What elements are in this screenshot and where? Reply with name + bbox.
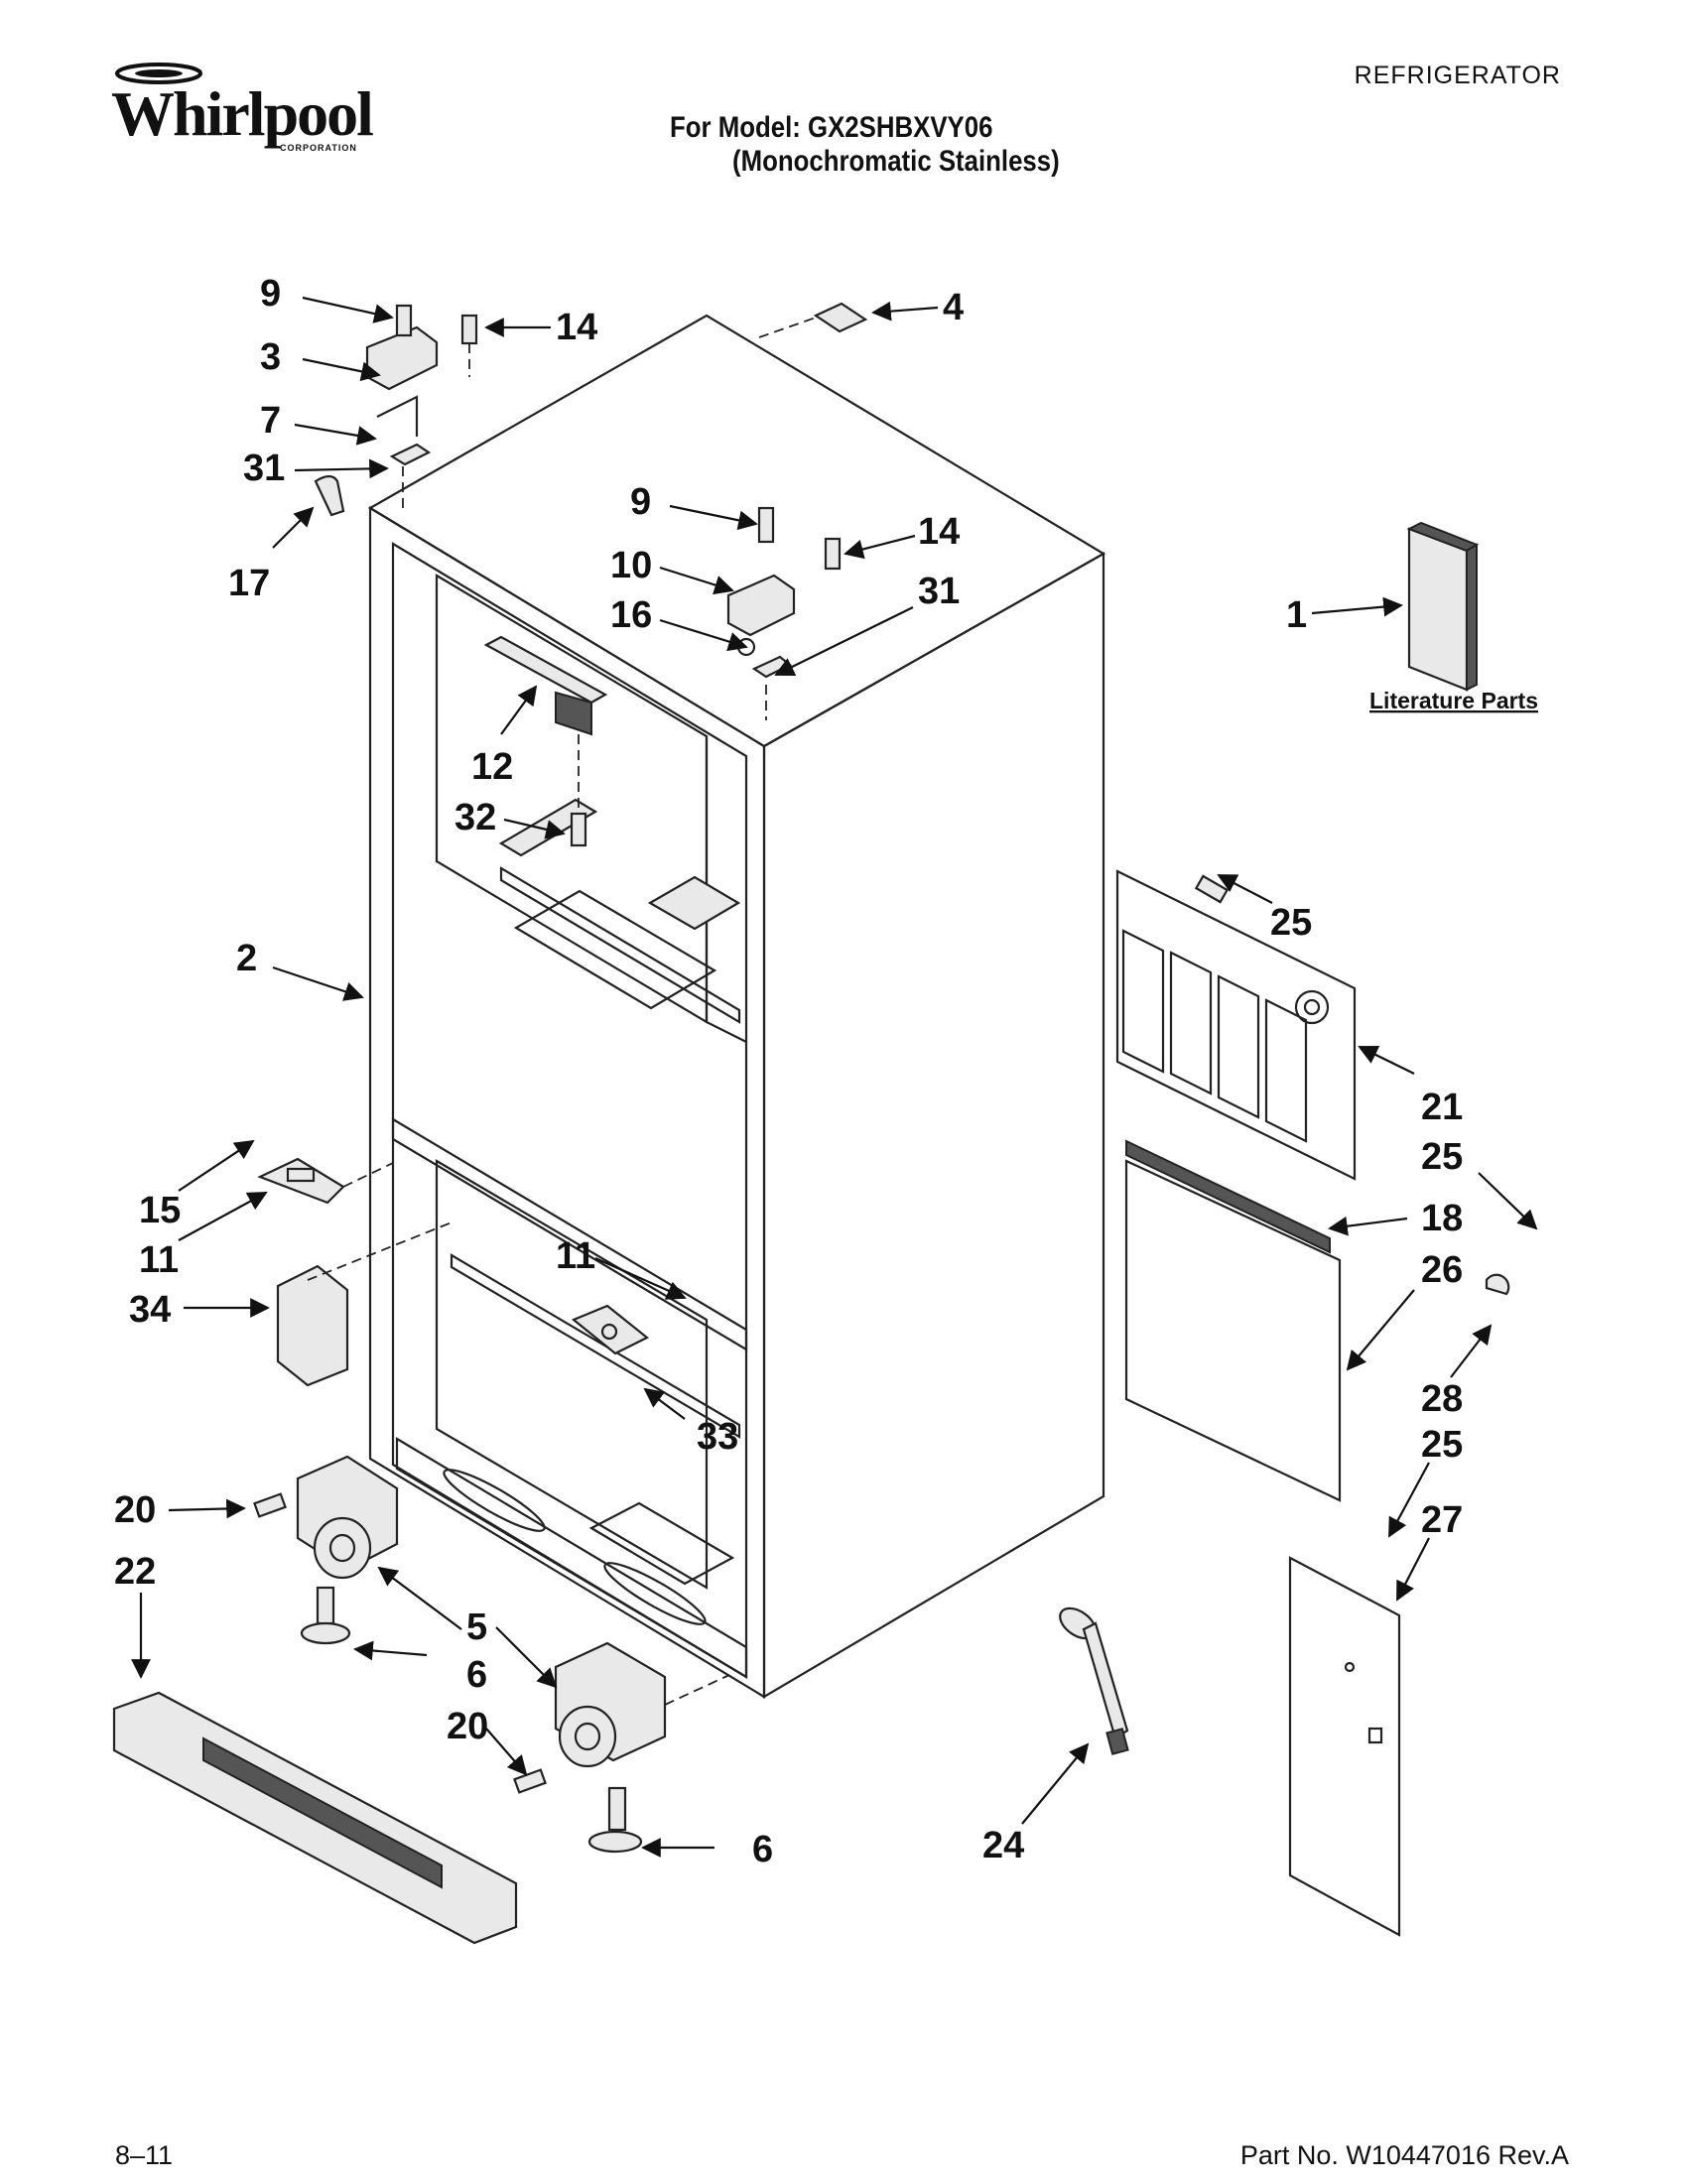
callout-18: 18	[1421, 1198, 1463, 1239]
callout-11a: 11	[139, 1239, 179, 1281]
toe-grille	[112, 1691, 518, 1945]
callout-25b: 25	[1421, 1136, 1463, 1178]
callout-15: 15	[139, 1190, 181, 1231]
callout-9b: 9	[630, 481, 651, 523]
callout-6a: 6	[466, 1654, 487, 1696]
callout-14b: 14	[918, 511, 960, 553]
callout-21: 21	[1421, 1087, 1463, 1128]
document-type: REFRIGERATOR	[1354, 62, 1561, 89]
callout-14a: 14	[556, 307, 597, 348]
cabinet-shell	[367, 314, 1106, 1699]
callout-25a: 25	[1270, 902, 1312, 944]
callout-4: 4	[943, 287, 964, 328]
callout-2: 2	[236, 938, 257, 979]
front-panel	[1124, 1159, 1342, 1502]
callout-33: 33	[697, 1416, 738, 1458]
brand-wordmark: Whirlpool	[111, 78, 374, 149]
logo-swirl-icon	[115, 63, 202, 84]
tube-clamp	[1485, 1273, 1510, 1296]
access-cover	[1288, 1556, 1401, 1937]
side-bracket-left	[257, 1157, 394, 1205]
callout-34: 34	[129, 1289, 171, 1331]
callout-17: 17	[228, 563, 270, 604]
callout-9a: 9	[260, 273, 281, 315]
callout-27: 27	[1421, 1499, 1463, 1541]
callout-32: 32	[454, 797, 496, 838]
revision-date: 8–11	[115, 2140, 174, 2170]
filter-cover	[276, 1221, 453, 1387]
callout-5: 5	[466, 1606, 487, 1648]
cabinet-plug	[813, 302, 868, 333]
part-number: Part No. W10447016 Rev.A	[1239, 2140, 1569, 2170]
callout-leaders	[131, 296, 1538, 1858]
grille-panel	[1115, 869, 1357, 1181]
model-finish: (Monochromatic Stainless)	[732, 145, 1060, 178]
callout-31b: 31	[918, 571, 960, 612]
brand-subtitle: CORPORATION	[280, 143, 357, 153]
front-roller-right	[554, 1641, 730, 1854]
callout-7: 7	[260, 400, 281, 442]
callout-labels: 9 14 3 7 31 17 4 9 14 10 16 31 1 12 32 2…	[114, 273, 1463, 1870]
literature-parts-label: Literature Parts	[1369, 688, 1538, 713]
callout-16: 16	[610, 594, 652, 636]
brand-logo: Whirlpool CORPORATION	[111, 60, 379, 169]
callout-22: 22	[114, 1551, 156, 1593]
callout-10: 10	[610, 545, 652, 586]
top-hinge-left	[314, 304, 478, 517]
top-hinge-center	[726, 506, 842, 720]
callout-28: 28	[1421, 1378, 1463, 1420]
callout-20a: 20	[114, 1489, 156, 1531]
leveling-wrench	[1059, 1606, 1129, 1755]
callout-12: 12	[471, 746, 513, 788]
literature-parts-book	[1406, 521, 1480, 692]
front-roller-left	[296, 1455, 399, 1645]
callout-11b: 11	[556, 1235, 595, 1277]
air-diffuser	[483, 635, 608, 847]
callout-6b: 6	[752, 1829, 773, 1870]
grille-seal-strip	[1125, 1139, 1331, 1254]
callout-3: 3	[260, 336, 281, 378]
side-bracket-right	[571, 1304, 650, 1355]
callout-26: 26	[1421, 1249, 1463, 1291]
model-title: For Model: GX2SHBXVY06	[670, 111, 993, 144]
callout-25c: 25	[1421, 1424, 1463, 1466]
callout-20b: 20	[447, 1706, 488, 1747]
callout-24: 24	[982, 1825, 1024, 1866]
callout-31a: 31	[243, 448, 285, 489]
callout-1: 1	[1286, 594, 1307, 636]
